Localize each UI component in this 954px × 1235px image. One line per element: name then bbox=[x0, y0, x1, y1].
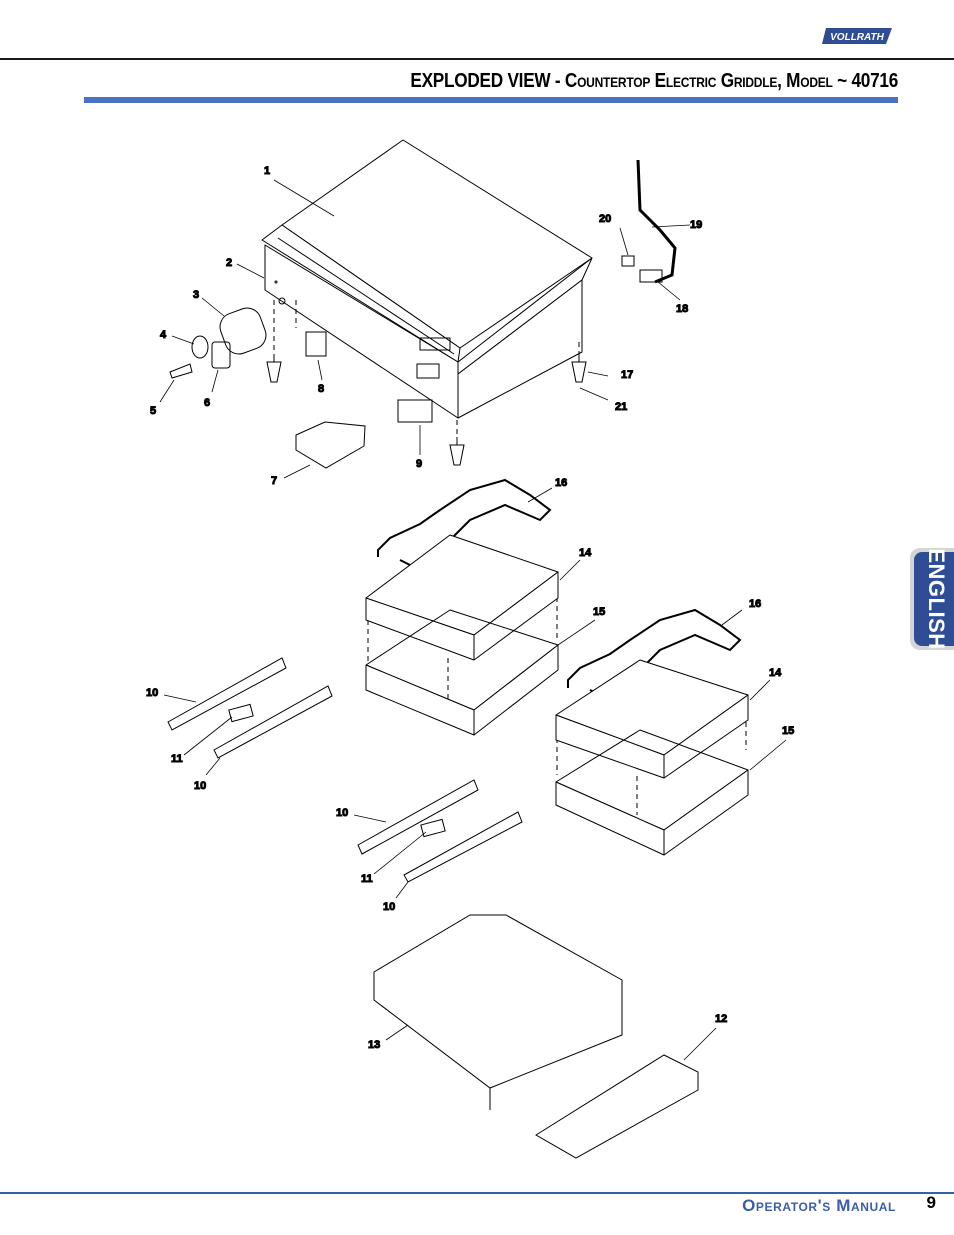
plates-and-pans bbox=[365, 534, 749, 856]
callout-2: 2 bbox=[226, 257, 232, 269]
header-rule bbox=[0, 58, 954, 60]
callout-3: 3 bbox=[193, 289, 199, 301]
callout-21: 21 bbox=[615, 401, 627, 413]
callout-4: 4 bbox=[160, 329, 167, 341]
griddle-body bbox=[261, 139, 593, 419]
brackets bbox=[167, 657, 523, 883]
callout-6: 6 bbox=[204, 397, 210, 409]
callout-14-a: 14 bbox=[579, 547, 592, 559]
callout-15-a: 15 bbox=[593, 606, 605, 618]
callout-18: 18 bbox=[676, 303, 688, 315]
page-number: 9 bbox=[926, 1193, 936, 1212]
feet bbox=[266, 354, 587, 466]
callout-16-a: 16 bbox=[555, 477, 567, 489]
control-parts bbox=[169, 307, 433, 469]
page-title: EXPLODED VIEW - Countertop Electric Grid… bbox=[410, 70, 898, 93]
callout-10-c: 10 bbox=[336, 807, 348, 819]
dashed-guides bbox=[273, 300, 747, 815]
callout-10-b: 10 bbox=[194, 780, 206, 792]
title-model: ~ 40716 bbox=[832, 70, 898, 92]
footer-label: Operator's Manual bbox=[742, 1196, 896, 1215]
callout-9: 9 bbox=[416, 458, 422, 470]
callout-11-a: 11 bbox=[171, 753, 183, 765]
callout-16-b: 16 bbox=[749, 598, 761, 610]
leader-lines bbox=[159, 179, 787, 1061]
callout-11-b: 11 bbox=[361, 873, 373, 885]
logo-text: VOLLRATH bbox=[830, 32, 884, 43]
callout-12: 12 bbox=[715, 1013, 727, 1025]
footer-rule bbox=[0, 1192, 954, 1194]
callout-13: 13 bbox=[368, 1039, 380, 1051]
cord-parts bbox=[621, 159, 677, 284]
language-tab-label: ENGLISH bbox=[924, 548, 949, 650]
bottom-cover bbox=[373, 914, 699, 1159]
exploded-view-diagram: 1 2 3 4 5 6 7 8 9 10 10 10 10 11 11 12 1… bbox=[146, 139, 795, 1159]
callout-1: 1 bbox=[264, 165, 270, 177]
callout-10-a: 10 bbox=[146, 687, 158, 699]
brand-logo: VOLLRATH bbox=[822, 24, 896, 48]
language-tab: ENGLISH bbox=[910, 548, 954, 650]
title-underline-bar bbox=[84, 97, 898, 103]
callout-15-b: 15 bbox=[782, 725, 794, 737]
callout-7: 7 bbox=[271, 475, 277, 487]
callout-10-d: 10 bbox=[383, 901, 395, 913]
callout-14-b: 14 bbox=[769, 667, 782, 679]
callout-5: 5 bbox=[150, 405, 156, 417]
title-sub: Countertop Electric Griddle, Model bbox=[564, 70, 833, 92]
callout-8: 8 bbox=[318, 383, 324, 395]
callout-17: 17 bbox=[621, 369, 633, 381]
callout-19: 19 bbox=[690, 219, 702, 231]
title-main: EXPLODED VIEW - bbox=[410, 70, 565, 92]
callout-20: 20 bbox=[599, 213, 611, 225]
